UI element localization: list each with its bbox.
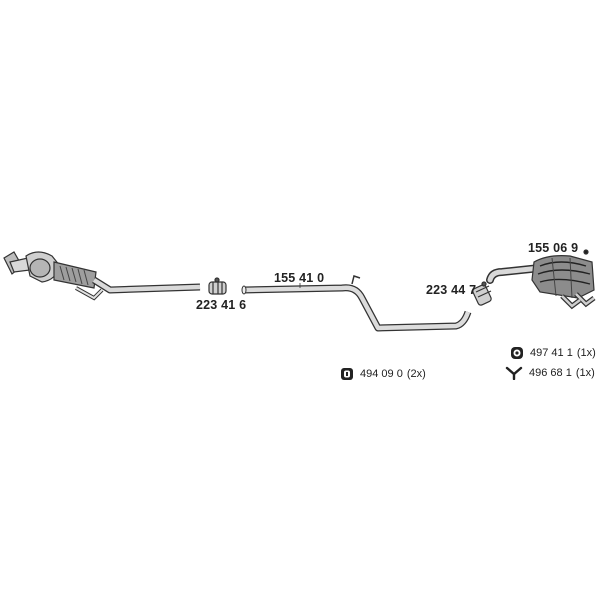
- kit-497-41-1: 497 41 1 (1x): [510, 346, 596, 360]
- rubber-mount-icon: [510, 346, 524, 360]
- clamp-223-44-7: [472, 281, 492, 306]
- front-pipe-with-catalytic-converter: [3, 251, 201, 301]
- kit-496-68-1: 496 68 1 (1x): [505, 366, 595, 381]
- clamp-223-41-6: [208, 277, 227, 295]
- kit-494-09-0: 494 09 0 (2x): [340, 367, 426, 381]
- kit-quantity: (1x): [575, 367, 595, 379]
- kit-quantity: (2x): [406, 368, 426, 380]
- part-label-223-44-7: 223 44 7: [426, 283, 477, 297]
- part-label-223-41-6: 223 41 6: [196, 298, 247, 312]
- y-hanger-icon: [505, 366, 523, 381]
- part-label-155-06-9: 155 06 9: [528, 241, 579, 255]
- middle-pipe-155-41-0: [241, 275, 472, 332]
- part-label-155-41-0: 155 41 0: [274, 271, 325, 285]
- kit-number: 497 41 1: [530, 347, 573, 359]
- kit-quantity: (1x): [576, 347, 596, 359]
- rear-silencer-155-06-9: [486, 249, 596, 310]
- rubber-mount-icon: [340, 367, 354, 381]
- kit-number: 496 68 1: [529, 367, 572, 379]
- kit-number: 494 09 0: [360, 368, 403, 380]
